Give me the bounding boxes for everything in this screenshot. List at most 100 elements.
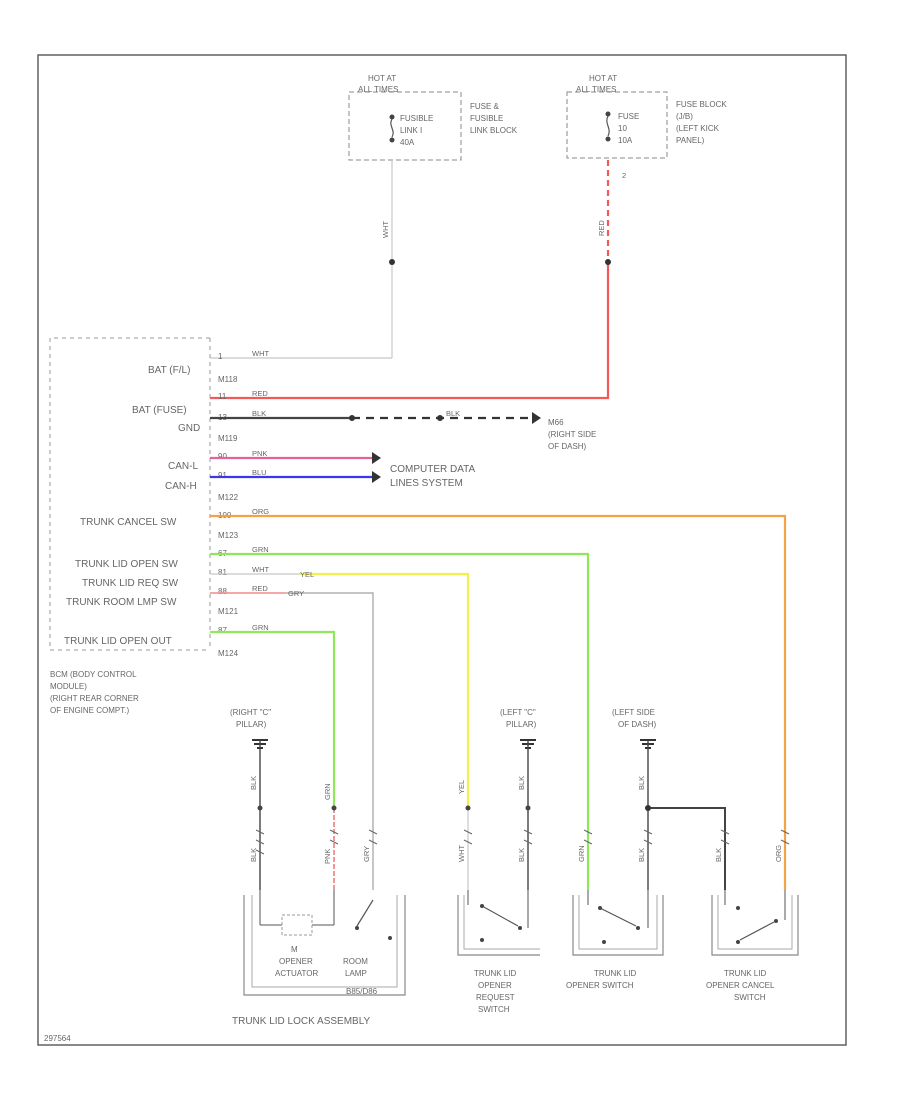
bcm-pin-number-bat-fl: 1	[218, 352, 223, 361]
request-switch-line-1: TRUNK LID	[474, 969, 516, 978]
fuse-block-location-line-1: FUSE BLOCK	[676, 100, 727, 109]
wire-label-wht-feed: WHT	[381, 221, 390, 238]
bcm-pin-label-gnd: GND	[178, 423, 200, 434]
fuse-terminal-top	[605, 111, 611, 117]
fuse-block: HOT AT ALL TIMES FUSE 10 10A FUSE BLOCK …	[566, 74, 727, 180]
bcm-connector-m119: M119	[218, 434, 238, 443]
motor-symbol: M	[291, 945, 298, 954]
wire-label-blk-left-c: BLK	[517, 776, 526, 790]
wire-label-grn-2: GRN	[577, 845, 586, 862]
arrow-can-h	[372, 471, 381, 483]
ground-left-c-pillar-line-1: (LEFT "C"	[500, 708, 536, 717]
bcm-connector-m122: M122	[218, 493, 239, 502]
opener-switch-arm	[599, 907, 637, 927]
bcm-pin-number-bat-fuse: 11	[218, 392, 227, 401]
ground-left-side-dash: (LEFT SIDE OF DASH) BLK BLK BLK	[612, 708, 726, 890]
opener-switch-outline	[572, 895, 664, 956]
diagram-id: 297564	[44, 1034, 71, 1043]
request-switch-contact-2	[518, 926, 522, 930]
splice-red	[605, 259, 611, 265]
fusible-link-terminal-top	[389, 114, 395, 120]
fusible-link-location-line-1: FUSE &	[470, 102, 500, 111]
fuse-terminal-bottom	[605, 136, 611, 142]
fuse-block-location-line-2: (J/B)	[676, 112, 693, 121]
cancel-switch-line-3: SWITCH	[734, 993, 766, 1002]
opener-switch-line-1: TRUNK LID	[594, 969, 636, 978]
bcm-description-line-2: MODULE)	[50, 682, 87, 691]
bcm-pin-label-open-out: TRUNK LID OPEN OUT	[64, 636, 172, 647]
trunk-lid-opener-switch: TRUNK LID OPENER SWITCH	[566, 890, 664, 990]
cancel-switch-arm	[739, 921, 775, 941]
bcm-description-line-1: BCM (BODY CONTROL	[50, 670, 137, 679]
wire-label-grn-out-2: GRN	[323, 783, 332, 800]
wire-label-grn: GRN	[252, 545, 269, 554]
splice-open-out	[331, 805, 337, 811]
wire-label-blk-left-side-dash: BLK	[637, 776, 646, 790]
wire-label-wht-bcm: WHT	[252, 349, 269, 358]
wire-label-gry-2: GRY	[362, 846, 371, 862]
opener-switch-inner	[578, 895, 658, 950]
wire-grn-open-out	[210, 630, 336, 808]
ground-left-side-dash-line-1: (LEFT SIDE	[612, 708, 655, 717]
bcm-description-line-3: (RIGHT REAR CORNER	[50, 694, 139, 703]
wire-blk-to-cancel-switch	[648, 807, 726, 890]
ground-right-c-pillar-line-2: PILLAR)	[236, 720, 267, 729]
fuse-block-box	[566, 91, 668, 159]
bcm-pin-label-room-lmp: TRUNK ROOM LMP SW	[66, 597, 177, 608]
wire-label-blk-left-c-2: BLK	[517, 848, 526, 862]
wire-label-gry: GRY	[288, 589, 304, 598]
bcm-connector-m121: M121	[218, 607, 239, 616]
wire-label-red-room: RED	[252, 584, 268, 593]
opener-actuator-line-2: ACTUATOR	[275, 969, 318, 978]
wire-grn-open-sw	[210, 552, 590, 890]
wire-label-yel: YEL	[300, 570, 314, 579]
wire-label-blk-cancel: BLK	[714, 848, 723, 862]
bcm-connector-m123: M123	[218, 531, 239, 540]
fusible-link-id-line-1: FUSIBLE	[400, 114, 433, 123]
fuse-block-location-line-3: (LEFT KICK	[676, 124, 720, 133]
splice-ground-right-c	[257, 805, 263, 811]
fuse-symbol	[606, 115, 610, 137]
connector-mark-6	[583, 829, 593, 845]
bcm-pin-label-can-h: CAN-H	[165, 481, 197, 492]
lock-assembly-label: TRUNK LID LOCK ASSEMBLY	[232, 1016, 371, 1027]
connector-mark-1	[255, 829, 265, 855]
splice-ground-left-c	[525, 805, 531, 811]
all-times-label-2: ALL TIMES	[576, 85, 616, 94]
connector-mark-4	[463, 829, 473, 845]
lock-assembly-inner	[251, 895, 398, 988]
wire-label-blk-left-side-dash-2: BLK	[637, 848, 646, 862]
fusible-link-block: HOT AT ALL TIMES FUSIBLE LINK I 40A FUSE…	[348, 74, 518, 161]
computer-data-line-1: COMPUTER DATA	[390, 464, 476, 475]
wire-red-feed	[210, 262, 610, 400]
request-switch-contact-3	[480, 938, 484, 942]
fusible-link-location-line-3: LINK BLOCK	[470, 126, 518, 135]
bcm-pin-label-can-l: CAN-L	[168, 461, 198, 472]
ground-ref-line-3: OF DASH)	[548, 442, 587, 451]
opener-actuator-line-1: OPENER	[279, 957, 313, 966]
cancel-switch-contact-2	[774, 919, 778, 923]
trunk-lid-lock-assembly: M OPENER ACTUATOR ROOM LAMP B85/D86 TRUN…	[232, 890, 406, 1027]
room-lamp-switch	[356, 899, 374, 927]
wire-label-wht-req-2: WHT	[457, 845, 466, 862]
wire-label-pnk-out: PNK	[323, 849, 332, 864]
bcm-connector-m124: M124	[218, 649, 239, 658]
diagram-frame	[37, 54, 847, 1046]
hot-at-label-2: HOT AT	[589, 74, 617, 83]
bcm-pin-label-cancel: TRUNK CANCEL SW	[80, 517, 177, 528]
bcm-outline	[49, 337, 210, 651]
wire-label-wht-req: WHT	[252, 565, 269, 574]
ground-left-side-dash-line-2: OF DASH)	[618, 720, 657, 729]
splice-gnd	[349, 415, 355, 421]
wire-label-blk-right-c-2: BLK	[249, 848, 258, 862]
fusible-link-symbol	[390, 118, 394, 138]
wire-label-blk-gnd-2: BLK	[446, 409, 460, 418]
all-times-label-1: ALL TIMES	[358, 85, 398, 94]
ground-right-c-pillar: (RIGHT "C" PILLAR) BLK BLK	[230, 708, 271, 890]
wire-label-blk-gnd: BLK	[252, 409, 266, 418]
room-lamp-line-1: ROOM	[343, 957, 368, 966]
connector-mark-7	[643, 829, 653, 845]
fuse-pin-number: 2	[622, 171, 626, 180]
room-lamp-contact-2	[388, 936, 392, 940]
cancel-switch-inner	[717, 895, 793, 950]
